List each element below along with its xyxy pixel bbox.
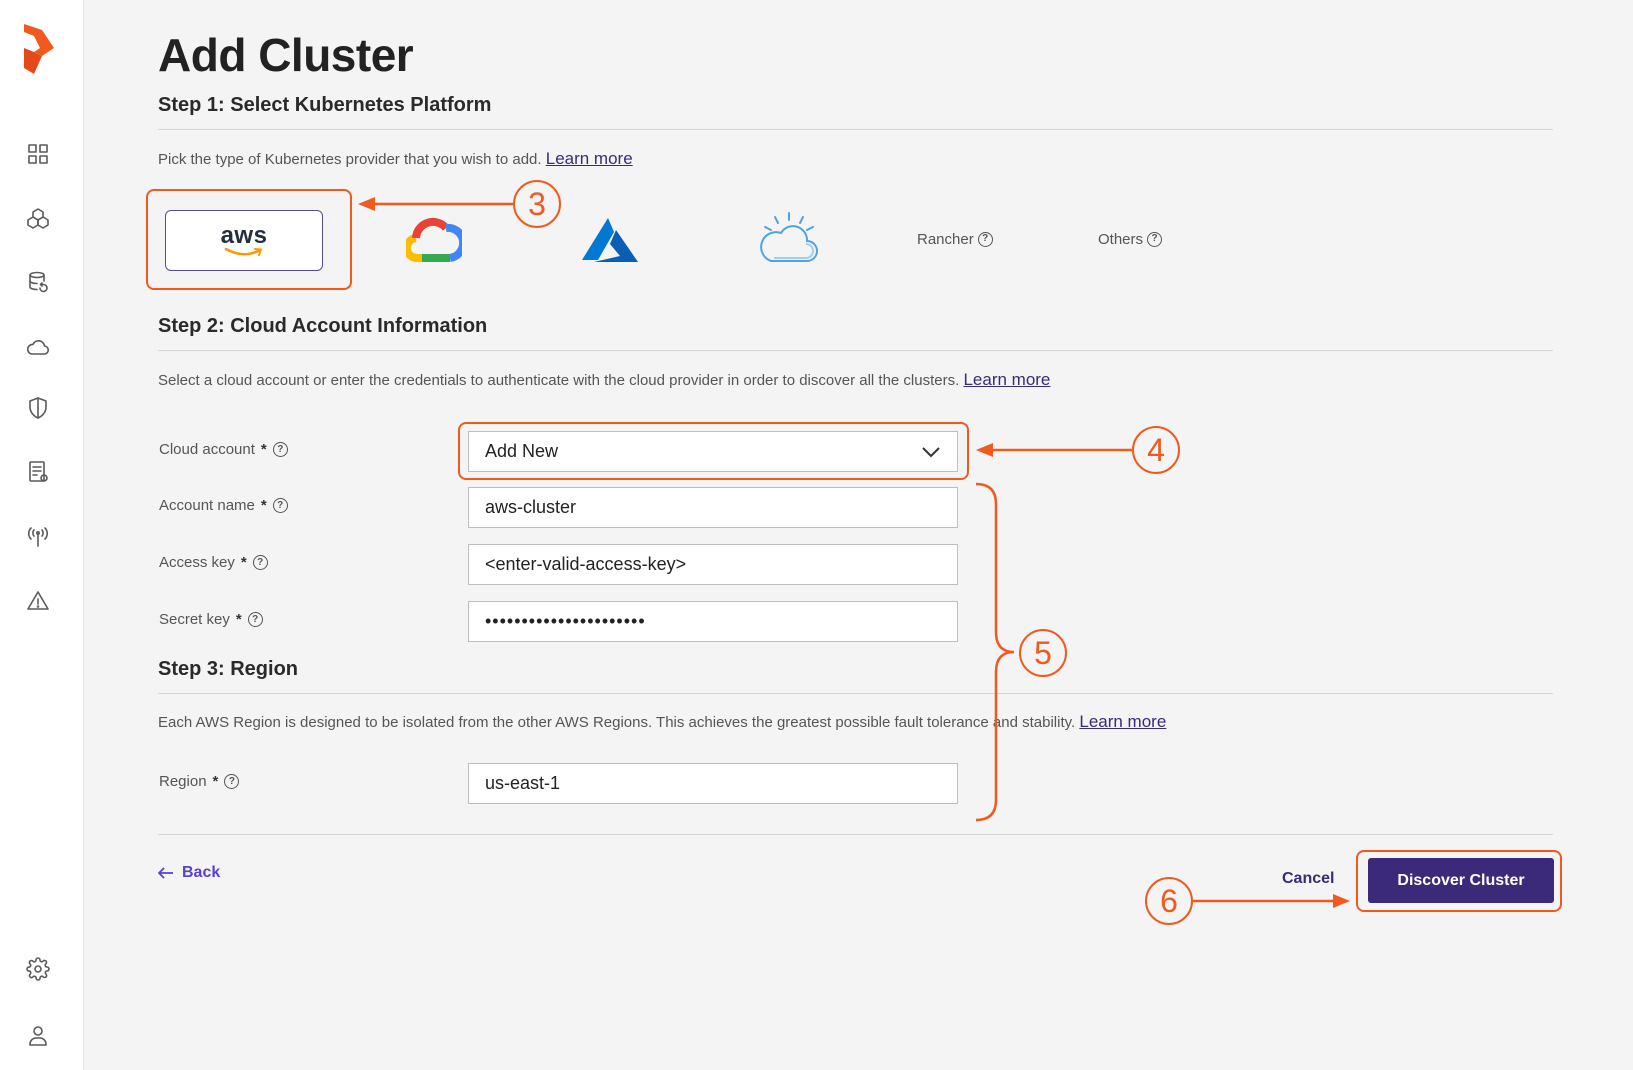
help-icon[interactable]: ? — [247, 612, 263, 627]
step2-title: Step 2: Cloud Account Information — [158, 315, 488, 337]
settings-icon[interactable] — [24, 955, 52, 983]
region-input[interactable]: us-east-1 — [468, 763, 958, 804]
clusters-icon[interactable] — [24, 205, 52, 233]
cloud-icon[interactable] — [24, 333, 52, 361]
help-icon[interactable]: ? — [272, 498, 288, 513]
step1-learn-more-link[interactable]: Learn more — [545, 149, 633, 168]
aws-smile-icon — [224, 247, 263, 256]
required-mark: * — [235, 611, 242, 628]
callout-number-4: 4 — [1132, 426, 1180, 474]
reports-icon[interactable] — [24, 458, 52, 486]
region-label: Region * ? — [159, 773, 240, 790]
cloud-account-label: Cloud account * ? — [159, 441, 288, 458]
help-icon[interactable]: ? — [1147, 231, 1163, 247]
step1-description-text: Pick the type of Kubernetes provider tha… — [158, 151, 542, 168]
access-key-input[interactable]: <enter-valid-access-key> — [468, 544, 958, 585]
secret-key-input[interactable]: •••••••••••••••••••••• — [468, 601, 958, 642]
security-icon[interactable] — [24, 394, 52, 422]
step3-learn-more-link[interactable]: Learn more — [1079, 712, 1167, 731]
divider — [158, 129, 1553, 130]
access-key-label: Access key * ? — [159, 554, 268, 571]
step2-description: Select a cloud account or enter the cred… — [158, 370, 1050, 390]
google-cloud-icon — [406, 217, 462, 262]
chevron-down-icon — [922, 446, 940, 457]
cancel-button[interactable]: Cancel — [1282, 870, 1335, 887]
backup-icon[interactable] — [24, 268, 52, 296]
step3-description-text: Each AWS Region is designed to be isolat… — [158, 714, 1076, 731]
ibm-cloud-icon — [760, 212, 818, 262]
provider-azure[interactable] — [578, 214, 642, 266]
region-label-text: Region — [159, 773, 207, 790]
discover-cluster-button[interactable]: Discover Cluster — [1368, 858, 1554, 903]
required-mark: * — [240, 554, 247, 571]
back-button[interactable]: Back — [158, 864, 220, 882]
dashboard-icon[interactable] — [24, 140, 52, 168]
provider-aws[interactable]: aws — [165, 210, 323, 271]
required-mark: * — [260, 441, 267, 458]
account-name-input[interactable]: aws-cluster — [468, 487, 958, 528]
help-icon[interactable]: ? — [977, 231, 993, 247]
divider — [158, 834, 1553, 835]
cloud-account-value: Add New — [485, 441, 559, 461]
provider-others[interactable]: Others ? — [1098, 228, 1163, 250]
secret-key-label: Secret key * ? — [159, 611, 263, 628]
page-title: Add Cluster — [158, 29, 414, 81]
divider — [158, 350, 1553, 351]
step3-description: Each AWS Region is designed to be isolat… — [158, 712, 1166, 732]
arrow-left-icon — [158, 867, 173, 879]
required-mark: * — [260, 497, 267, 514]
user-icon[interactable] — [24, 1022, 52, 1050]
access-key-label-text: Access key — [159, 554, 235, 571]
provider-ibm-cloud[interactable] — [756, 208, 822, 268]
step2-description-text: Select a cloud account or enter the cred… — [158, 372, 960, 389]
others-label: Others — [1098, 230, 1144, 248]
help-icon[interactable]: ? — [252, 555, 268, 570]
divider — [158, 693, 1553, 694]
callout-box-cloud-account — [458, 422, 969, 480]
cloud-account-label-text: Cloud account — [159, 441, 255, 458]
step1-description: Pick the type of Kubernetes provider tha… — [158, 149, 633, 169]
back-label: Back — [182, 864, 221, 881]
callout-box-provider — [146, 189, 352, 290]
step3-title: Step 3: Region — [158, 658, 299, 680]
secret-key-label-text: Secret key — [159, 611, 230, 628]
aws-logo-text: aws — [220, 221, 268, 249]
alerts-icon[interactable] — [24, 587, 52, 615]
help-icon[interactable]: ? — [224, 774, 240, 789]
account-name-label-text: Account name — [159, 497, 255, 514]
logo-icon[interactable] — [20, 22, 56, 76]
provider-google-cloud[interactable] — [404, 212, 464, 266]
account-name-label: Account name * ? — [159, 497, 288, 514]
step1-title: Step 1: Select Kubernetes Platform — [158, 94, 492, 116]
monitoring-icon[interactable] — [24, 522, 52, 550]
sidebar — [0, 0, 84, 1070]
provider-rancher[interactable]: Rancher ? — [917, 228, 993, 250]
step2-learn-more-link[interactable]: Learn more — [963, 370, 1051, 389]
callout-number-3: 3 — [513, 180, 561, 228]
required-mark: * — [212, 773, 219, 790]
main-content: Add Cluster Step 1: Select Kubernetes Pl… — [158, 0, 1554, 1070]
callout-number-6: 6 — [1145, 877, 1193, 925]
callout-number-5: 5 — [1019, 629, 1067, 677]
azure-icon — [582, 218, 638, 262]
callout-box-discover — [1356, 850, 1562, 912]
rancher-label: Rancher — [917, 230, 974, 248]
help-icon[interactable]: ? — [272, 442, 288, 457]
cloud-account-select[interactable]: Add New — [468, 431, 958, 472]
